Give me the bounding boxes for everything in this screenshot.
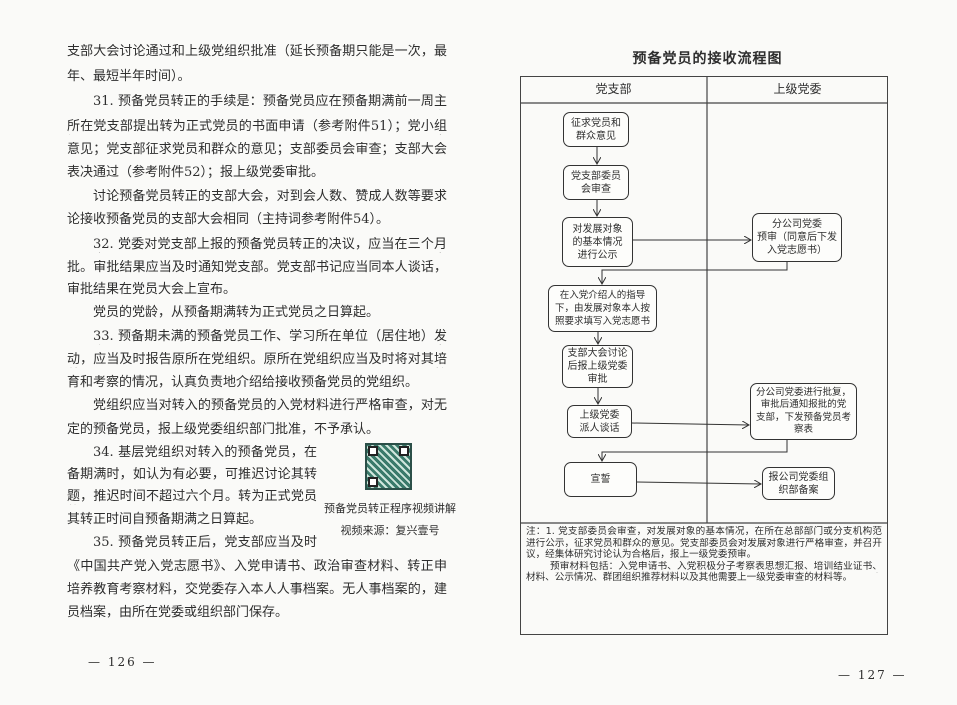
body-text-line: 32. 党委对党支部上报的预备党员转正的决议，应当在三个月内审 — [93, 237, 447, 252]
flow-box-committee-review: 党支部委员 会审查 — [563, 165, 629, 200]
box-line: 入党志愿书） — [767, 245, 827, 256]
flow-box-fill-application: 在入党介绍人的指导 下，由发展对象本人按 照要求填写入党志愿书 — [548, 285, 657, 332]
flowchart-frame — [520, 76, 888, 635]
note-line: 材料、公示情况、群团组织推荐材料以及其他需要上一级党委审查的材料等。 — [526, 572, 853, 583]
column-header-branch: 党支部 — [595, 82, 632, 96]
box-line: 进行公示 — [577, 249, 618, 261]
arrow-prereview-to-fillform — [602, 262, 788, 284]
box-line: 对发展对象 — [572, 223, 623, 235]
box-line: 审批 — [587, 374, 608, 385]
qr-finder — [368, 477, 378, 487]
qr-caption-source: 视频来源：复兴壹号 — [340, 524, 440, 537]
flowchart-title: 预备党员的接收流程图 — [632, 51, 783, 67]
box-line: 察表 — [793, 424, 813, 435]
body-text-line: 动，应当及时报告原所在党组织。原所在党组织应当及时将对其培养教 — [67, 352, 447, 367]
body-text-line: 讨论预备党员转正的支部大会，对到会人数、赞成人数等要求与讨 — [93, 189, 447, 204]
body-text-line: 其转正时间自预备期满之日算起。 — [67, 512, 263, 527]
qr-caption-title: 预备党员转正程序视频讲解 — [324, 502, 456, 515]
box-line: 审批后通知报批的党 — [760, 399, 847, 410]
flow-box-solicit-opinions: 征求党员和 群众意见 — [563, 112, 629, 147]
body-text-line: 意见；党支部征求党员和群众的意见；支部委员会审查；支部大会讨论、 — [67, 142, 447, 157]
body-text-line: 员档案，由所在党委或组织部门保存。 — [67, 605, 289, 620]
qr-finder — [399, 446, 409, 456]
body-text-line: 34. 基层党组织对转入的预备党员，在其预 — [93, 445, 317, 460]
box-line: 下，由发展对象本人按 — [554, 303, 650, 314]
body-text-line: 年、最短半年时间）。 — [67, 69, 191, 84]
body-text-line: 论接收预备党员的支部大会相同（主持词参考附件54）。 — [67, 212, 390, 227]
box-line: 报公司党委组 — [768, 471, 829, 483]
box-line: 的基本情况 — [572, 236, 623, 248]
box-line: 宣誓 — [590, 474, 611, 485]
box-line: 派人谈话 — [579, 422, 620, 434]
note-line: 预审材料包括：入党申请书、入党积极分子考察表思想汇报、培训结业证书、政审 — [550, 560, 882, 572]
flow-box-publicize: 对发展对象 的基本情况 进行公示 — [562, 217, 633, 267]
body-text-line: 育和考察的情况，认真负责地介绍给接收预备党员的党组织。 — [67, 375, 419, 390]
box-line: 支部，下发预备党员考 — [755, 411, 851, 423]
column-header-superior: 上级党委 — [773, 82, 822, 96]
box-line: 分公司党委进行批复， — [755, 386, 851, 398]
arrow-oath-to-file — [636, 482, 761, 484]
qr-finder — [368, 446, 378, 456]
box-line: 预审（同意后下发 — [757, 232, 837, 243]
box-line: 织部备案 — [778, 484, 819, 496]
flow-box-approval: 分公司党委进行批复， 审批后通知报批的党 支部，下发预备党员考 察表 — [750, 383, 857, 440]
body-text-line: 35. 预备党员转正后，党支部应当及时将其 — [93, 535, 317, 550]
body-text-line: 定的预备党员，报上级党委组织部门批准，不予承认。 — [67, 422, 380, 437]
body-text-line: 培养教育考察材料，交党委存入本人人事档案。无人事档案的，建立党 — [67, 582, 447, 597]
flow-box-oath: 宣誓 — [564, 462, 637, 497]
box-line: 支部大会讨论 — [567, 348, 628, 359]
body-text-line: 31. 预备党员转正的手续是：预备党员应在预备期满前一周主动向 — [93, 94, 447, 109]
body-text-line: 党组织应当对转入的预备党员的入党材料进行严格审查，对无法认 — [93, 398, 447, 413]
qr-code[interactable] — [365, 443, 412, 490]
box-line: 党支部委员 — [571, 170, 621, 182]
body-text-line: 所在党支部提出转为正式党员的书面申请（参考附件51）；党小组提出 — [67, 119, 447, 134]
box-line: 会审查 — [581, 183, 611, 195]
body-text-line: 备期满时，如认为有必要，可推迟讨论其转正问 — [67, 467, 317, 482]
flow-box-branch-meeting: 支部大会讨论 后报上级党委 审批 — [562, 345, 633, 388]
box-line: 后报上级党委 — [567, 361, 628, 372]
page-number-right: — 127 — — [838, 668, 907, 682]
flow-box-file-record: 报公司党委组 织部备案 — [762, 467, 835, 500]
box-line: 在入党介绍人的指导 — [559, 290, 646, 301]
body-text-line: 支部大会讨论通过和上级党组织批准（延长预备期只能是一次，最长一 — [67, 44, 447, 59]
note-line: 议，经集体研究讨论认为合格后，报上一级党委预审。 — [526, 549, 757, 560]
arrow-approval-to-oath — [602, 440, 788, 461]
body-text-line: 批。审批结果应当及时通知党支部。党支部书记应当同本人谈话，并将 — [67, 260, 447, 275]
body-text-line: 题，推迟时间不超过六个月。转为正式党员的， — [67, 489, 317, 504]
flow-box-talk: 上级党委 派人谈话 — [567, 405, 632, 438]
box-line: 征求党员和 — [571, 117, 621, 129]
body-text-line: 审批结果在党员大会上宣布。 — [67, 282, 237, 297]
note-line: 进行公示，征求党员和群众的意见。党支部委员会对发展对象进行严格审查，并召开会 — [526, 537, 882, 549]
body-text-line: 党员的党龄，从预备期满转为正式党员之日算起。 — [93, 305, 380, 320]
flow-box-pre-review: 分公司党委 预审（同意后下发 入党志愿书） — [752, 213, 842, 262]
body-text-line: 33. 预备期未满的预备党员工作、学习所在单位（居住地）发生变 — [93, 329, 447, 344]
body-text-line: 《中国共产党入党志愿书》、入党申请书、政治审查材料、转正申请书和 — [67, 559, 447, 574]
page-number-left: — 126 — — [88, 655, 157, 669]
note-line: 注：1. 党支部委员会审查，对发展对象的基本情况，在所在总部部门或分支机构范围内 — [526, 526, 882, 537]
arrow-talk-to-approval — [631, 423, 749, 425]
box-line: 上级党委 — [579, 409, 620, 421]
box-line: 群众意见 — [576, 130, 616, 142]
box-line: 分公司党委 — [772, 219, 822, 230]
body-text-line: 表决通过（参考附件52）；报上级党委审批。 — [67, 165, 325, 180]
box-line: 照要求填写入党志愿书 — [554, 316, 650, 327]
